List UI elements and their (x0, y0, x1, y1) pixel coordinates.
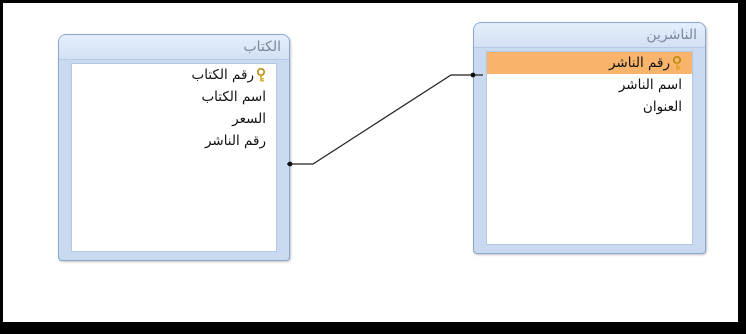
field-label: رقم الناشر (608, 55, 670, 71)
field-label: العنوان (642, 99, 682, 115)
table-window-publishers[interactable]: الناشرين رقم الناشر اسم الناشر العنوان (473, 22, 706, 254)
field-book-name[interactable]: اسم الكتاب (72, 86, 276, 108)
field-label: السعر (232, 111, 266, 127)
relationship-end-books (287, 161, 293, 167)
table-title-books[interactable]: الكتاب (59, 35, 289, 60)
primary-key-icon (257, 68, 265, 82)
table-window-books[interactable]: الكتاب رقم الكتاب اسم الكتاب السعر رقم ا… (58, 34, 290, 261)
primary-key-icon (673, 56, 681, 70)
field-label: رقم الكتاب (191, 67, 254, 83)
field-label: اسم الناشر (618, 77, 682, 93)
field-list-books: رقم الكتاب اسم الكتاب السعر رقم الناشر (71, 63, 277, 252)
field-label: رقم الناشر (204, 133, 266, 149)
field-book-id[interactable]: رقم الكتاب (72, 64, 276, 86)
field-publisher-id-fk[interactable]: رقم الناشر (72, 130, 276, 152)
table-title-publishers[interactable]: الناشرين (474, 23, 705, 48)
field-address[interactable]: العنوان (487, 96, 692, 118)
field-publisher-name[interactable]: اسم الناشر (487, 74, 692, 96)
field-publisher-id[interactable]: رقم الناشر (487, 52, 692, 74)
field-label: اسم الكتاب (201, 89, 266, 105)
relationship-end-publishers (470, 72, 476, 78)
field-list-publishers: رقم الناشر اسم الناشر العنوان (486, 51, 693, 245)
field-price[interactable]: السعر (72, 108, 276, 130)
